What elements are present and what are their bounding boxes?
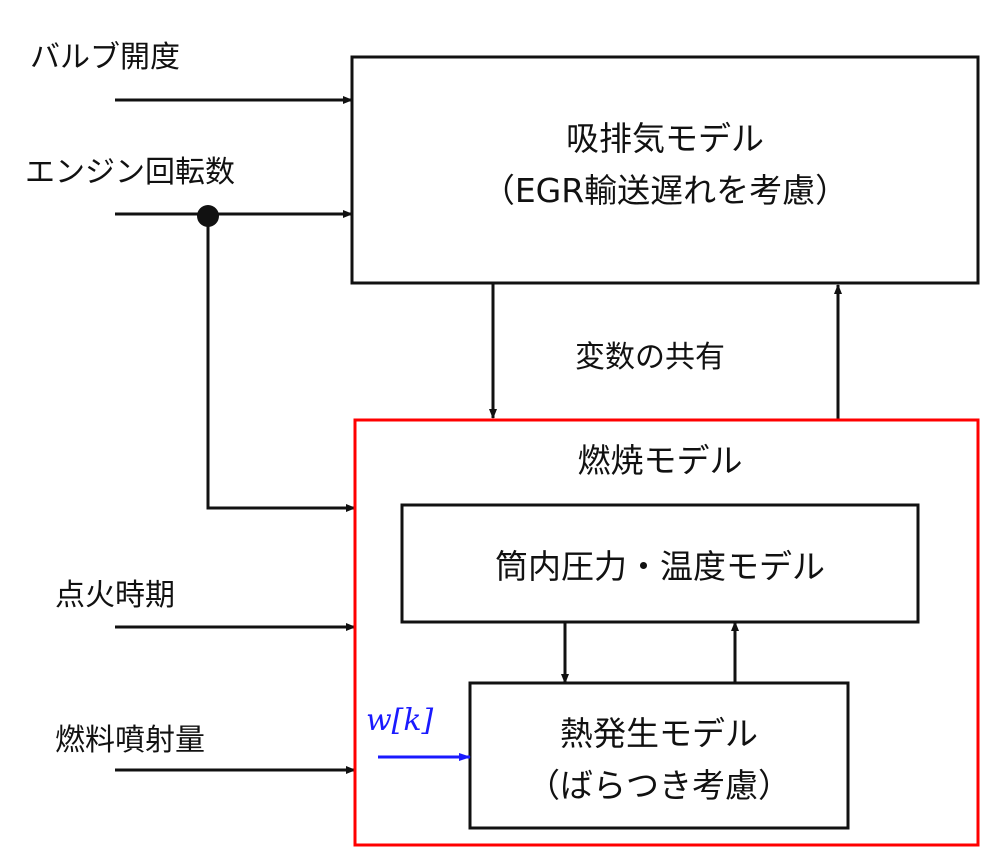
intake-exhaust-model-title: 吸排気モデル — [566, 119, 764, 158]
combustion-model-box — [353, 418, 980, 847]
heat-release-model-box — [468, 681, 850, 830]
engine-speed-branch-arrow — [206, 216, 356, 512]
intake-exhaust-model-subtitle: （EGR輸送遅れを考慮） — [482, 171, 848, 210]
input-label-fuel-injection: 燃料噴射量 — [55, 723, 205, 758]
input-label-ignition-timing: 点火時期 — [55, 578, 175, 613]
combustion-model-title: 燃焼モデル — [578, 441, 743, 480]
pressure-temperature-model-title: 筒内圧力・温度モデル — [495, 547, 825, 586]
heat-release-model-title: 熱発生モデル — [560, 714, 758, 753]
pressure-temperature-model-box — [400, 503, 920, 624]
input-label-valve-opening: バルブ開度 — [30, 40, 180, 75]
shared-variables-label: 変数の共有 — [575, 340, 725, 375]
intake-exhaust-model-box — [350, 55, 980, 285]
input-label-engine-speed: エンジン回転数 — [25, 155, 235, 190]
heat-release-model-subtitle: （ばらつき考慮） — [527, 766, 791, 805]
disturbance-label: w[k] — [366, 703, 434, 738]
